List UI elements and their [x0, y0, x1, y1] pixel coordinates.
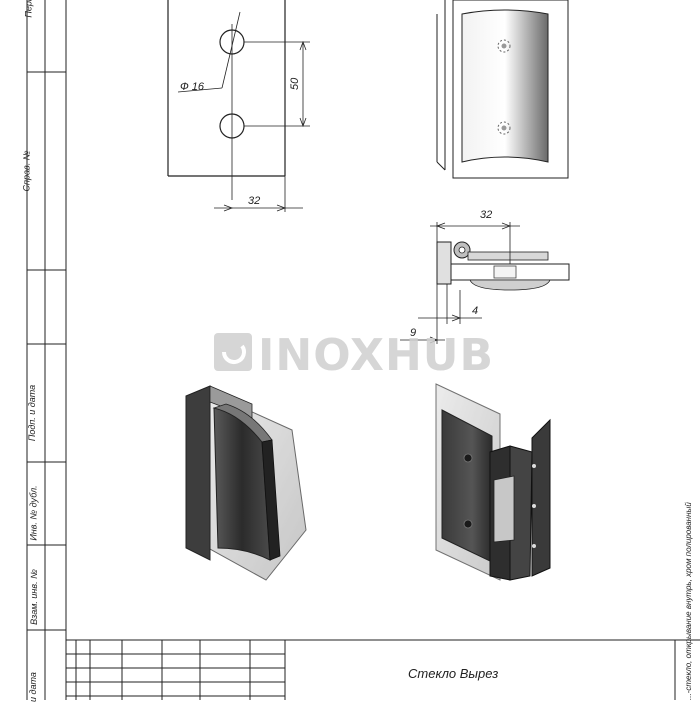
- dim-plate-offset: 32: [248, 195, 260, 207]
- title-block-name: Стекло Вырез: [408, 666, 498, 681]
- dim-bottom-small: 4: [472, 305, 478, 317]
- dim-bottom-left: 9: [410, 327, 416, 339]
- side-section-view: [400, 222, 570, 344]
- frame-lines: [26, 0, 700, 700]
- dim-hole-spacing: 50: [289, 77, 301, 90]
- cutout-view: [167, 0, 310, 212]
- watermark-text: INOXHUB: [258, 330, 494, 381]
- dim-diameter: Ф 16: [180, 81, 205, 93]
- isometric-view-right: [435, 383, 551, 581]
- dim-side-offset: 32: [480, 209, 492, 221]
- watermark: INOXHUB: [214, 330, 494, 381]
- front-view: [436, 0, 569, 179]
- isometric-view-left: [185, 385, 307, 581]
